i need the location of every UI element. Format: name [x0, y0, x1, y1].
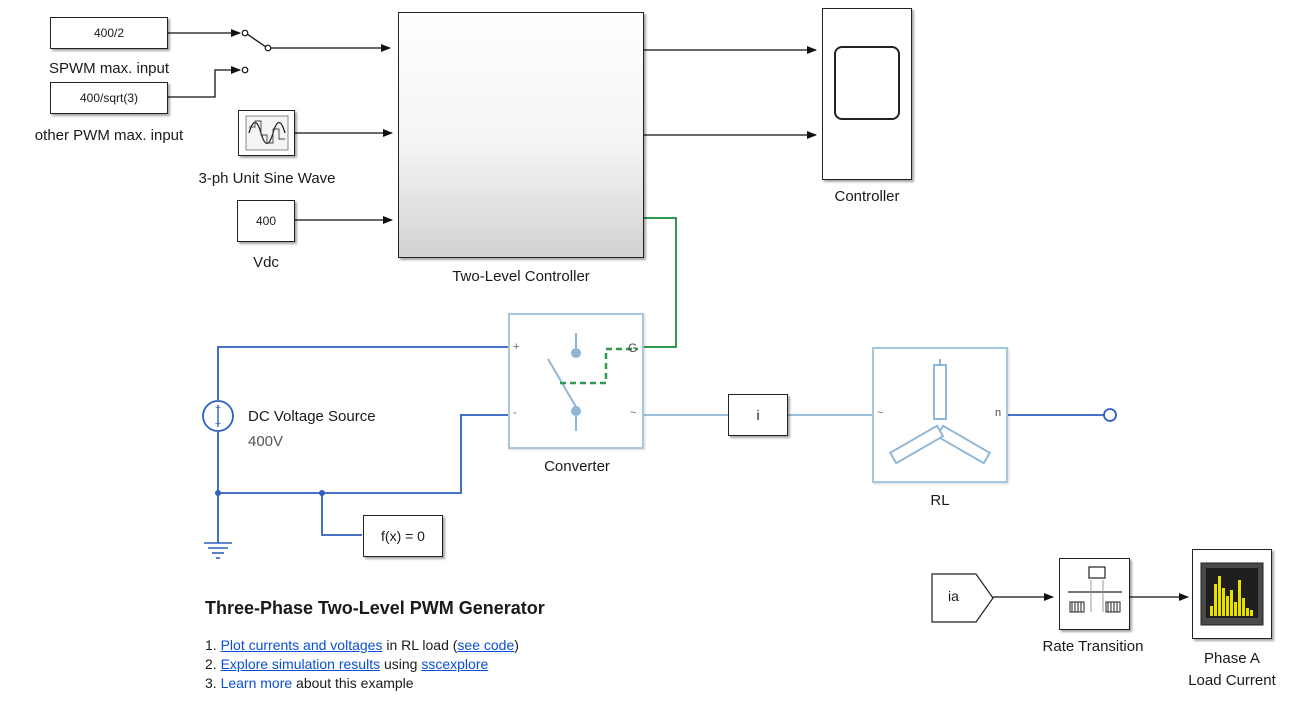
- note-number: 1.: [205, 637, 217, 653]
- plot-currents-link[interactable]: Plot currents and voltages: [220, 637, 383, 653]
- notes-list: 1. Plot currents and voltages in RL load…: [205, 636, 519, 693]
- scope-display-icon: [1200, 562, 1264, 626]
- gate-wire: [642, 217, 677, 348]
- vdc-constant-label: Vdc: [253, 254, 279, 271]
- controller-scope-label: Controller: [834, 188, 900, 205]
- explore-results-link[interactable]: Explore simulation results: [220, 656, 381, 672]
- sine-wave-label: 3-ph Unit Sine Wave: [198, 170, 336, 187]
- rate-transition-label: Rate Transition: [1042, 638, 1144, 655]
- spwm-constant-block[interactable]: 400/2: [50, 17, 168, 49]
- phase-a-scope-label-2: Load Current: [1188, 672, 1276, 689]
- ground-symbol[interactable]: [204, 542, 232, 559]
- rate-transition-block[interactable]: [1059, 558, 1130, 630]
- note-text-end: ): [514, 637, 519, 653]
- sine-wave-icon: [245, 115, 288, 151]
- switch-icon: [547, 333, 638, 431]
- model-title: Three-Phase Two-Level PWM Generator: [205, 598, 545, 618]
- sscexplore-link[interactable]: sscexplore: [421, 656, 489, 672]
- goto-ia-block[interactable]: [930, 572, 996, 624]
- physical-lines: [217, 346, 1104, 543]
- two-level-controller-subsystem[interactable]: [398, 12, 644, 258]
- converter-port-minus: -: [513, 407, 517, 419]
- converter-port-out: ~: [630, 407, 637, 419]
- solver-config-block[interactable]: f(x) = 0: [363, 515, 443, 557]
- signal-lines: [168, 29, 1189, 601]
- learn-more-link[interactable]: Learn more: [220, 675, 293, 691]
- other-pwm-constant-value: 400/sqrt(3): [79, 91, 139, 105]
- phase-a-scope-block[interactable]: [1192, 549, 1272, 639]
- note-text: in RL load (: [382, 637, 458, 653]
- solver-config-label: f(x) = 0: [381, 528, 425, 544]
- svg-text:–: –: [215, 418, 221, 429]
- rl-load-label: RL: [930, 492, 950, 509]
- converter-port-plus: +: [513, 341, 520, 353]
- svg-text:+: +: [215, 403, 221, 414]
- wye-load-icon: [888, 359, 992, 465]
- current-sensor-label: i: [756, 407, 760, 423]
- terminal-port[interactable]: [1103, 408, 1117, 422]
- rl-port-n: n: [995, 407, 1002, 419]
- converter-label: Converter: [544, 458, 610, 475]
- other-pwm-constant-block[interactable]: 400/sqrt(3): [50, 82, 168, 114]
- rate-transition-icon: [1067, 566, 1122, 613]
- note-item-2: 2. Explore simulation results using ssce…: [205, 655, 519, 674]
- two-level-controller-label: Two-Level Controller: [452, 268, 590, 285]
- note-number: 3.: [205, 675, 217, 691]
- vdc-constant-value: 400: [255, 214, 277, 228]
- note-item-3: 3. Learn more about this example: [205, 674, 519, 693]
- dc-source-label: DC Voltage Source: [248, 408, 376, 425]
- converter-port-g: G: [628, 341, 638, 355]
- vdc-constant-block[interactable]: 400: [237, 200, 295, 242]
- converter-block[interactable]: + - G ~: [508, 313, 644, 449]
- note-text: about this example: [292, 675, 414, 691]
- junction-dots: [215, 490, 325, 496]
- scope-screen-icon: [834, 46, 900, 120]
- manual-switch[interactable]: [241, 29, 272, 74]
- rl-port-in: ~: [877, 407, 884, 419]
- sine-wave-block[interactable]: [238, 110, 295, 156]
- rl-load-block[interactable]: ~ n: [872, 347, 1008, 483]
- note-text: using: [380, 656, 422, 672]
- note-item-1: 1. Plot currents and voltages in RL load…: [205, 636, 519, 655]
- see-code-link[interactable]: see code: [457, 637, 515, 653]
- dc-source-value: 400V: [248, 433, 284, 450]
- spwm-constant-value: 400/2: [93, 26, 125, 40]
- phase-a-scope-label-1: Phase A: [1204, 650, 1260, 667]
- note-number: 2.: [205, 656, 217, 672]
- other-pwm-constant-label: other PWM max. input: [34, 127, 184, 144]
- goto-ia-label: ia: [948, 588, 959, 604]
- current-sensor-block[interactable]: i: [728, 394, 788, 436]
- dc-voltage-source[interactable]: + –: [202, 400, 234, 432]
- controller-scope-block[interactable]: [822, 8, 912, 180]
- spwm-constant-label: SPWM max. input: [48, 60, 170, 77]
